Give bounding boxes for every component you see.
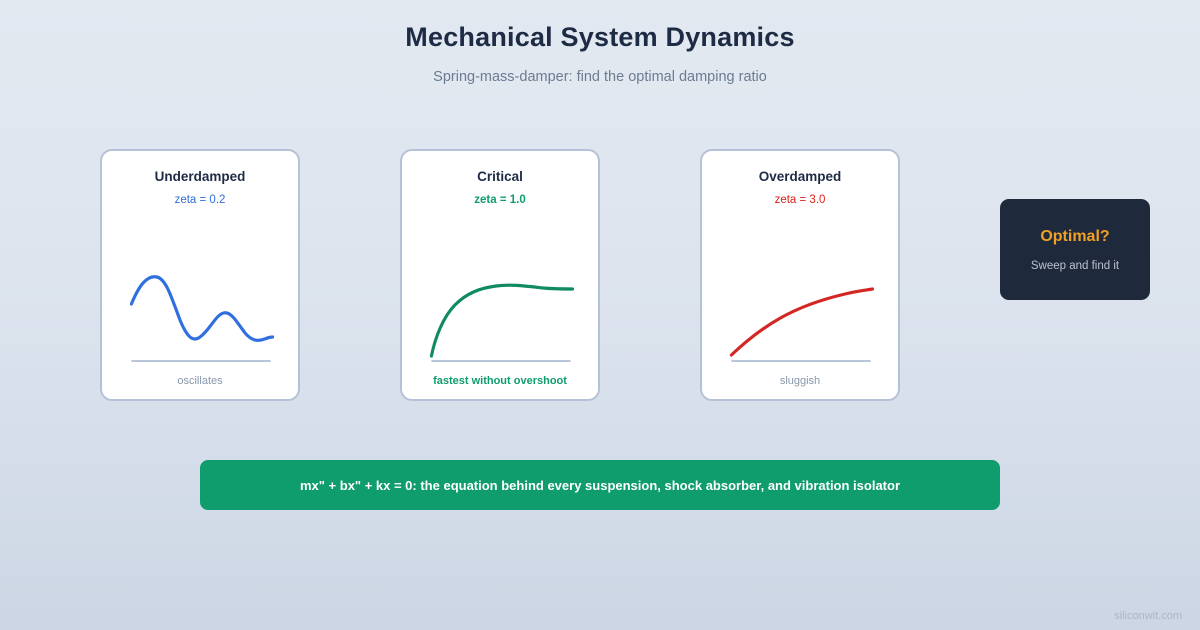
card-title: Overdamped	[758, 169, 842, 184]
card-caption: fastest without overshoot	[433, 375, 567, 387]
card-zeta-label: zeta = 3.0	[774, 194, 826, 206]
card-overdamped[interactable]: Overdamped zeta = 3.0 sluggish	[700, 149, 900, 401]
optimal-title: Optimal?	[1040, 227, 1110, 245]
optimal-callout-card[interactable]: Optimal? Sweep and find it	[1000, 199, 1150, 300]
card-underdamped[interactable]: Underdamped zeta = 0.2 oscillates	[100, 149, 300, 401]
card-caption: sluggish	[779, 375, 821, 387]
card-caption: oscillates	[177, 375, 223, 387]
card-title: Critical	[477, 169, 523, 184]
equation-banner-text: mx" + bx" + kx = 0: the equation behind …	[299, 477, 901, 493]
card-zeta-label: zeta = 0.2	[174, 194, 226, 206]
page-title: Mechanical System Dynamics	[405, 22, 795, 52]
damping-cards-row: Underdamped zeta = 0.2 oscillates Critic…	[100, 149, 900, 401]
equation-banner: mx" + bx" + kx = 0: the equation behind …	[200, 460, 1000, 510]
optimal-subtitle: Sweep and find it	[1030, 259, 1120, 272]
card-plot-underdamped	[102, 209, 298, 369]
card-zeta-label: zeta = 1.0	[474, 194, 526, 206]
card-plot-critical	[402, 209, 598, 369]
watermark: siliconwit.com	[1114, 610, 1182, 622]
card-plot-overdamped	[702, 209, 898, 369]
card-title: Underdamped	[154, 169, 246, 184]
card-critical[interactable]: Critical zeta = 1.0 fastest without over…	[400, 149, 600, 401]
page-subtitle: Spring-mass-damper: find the optimal dam…	[433, 69, 767, 85]
